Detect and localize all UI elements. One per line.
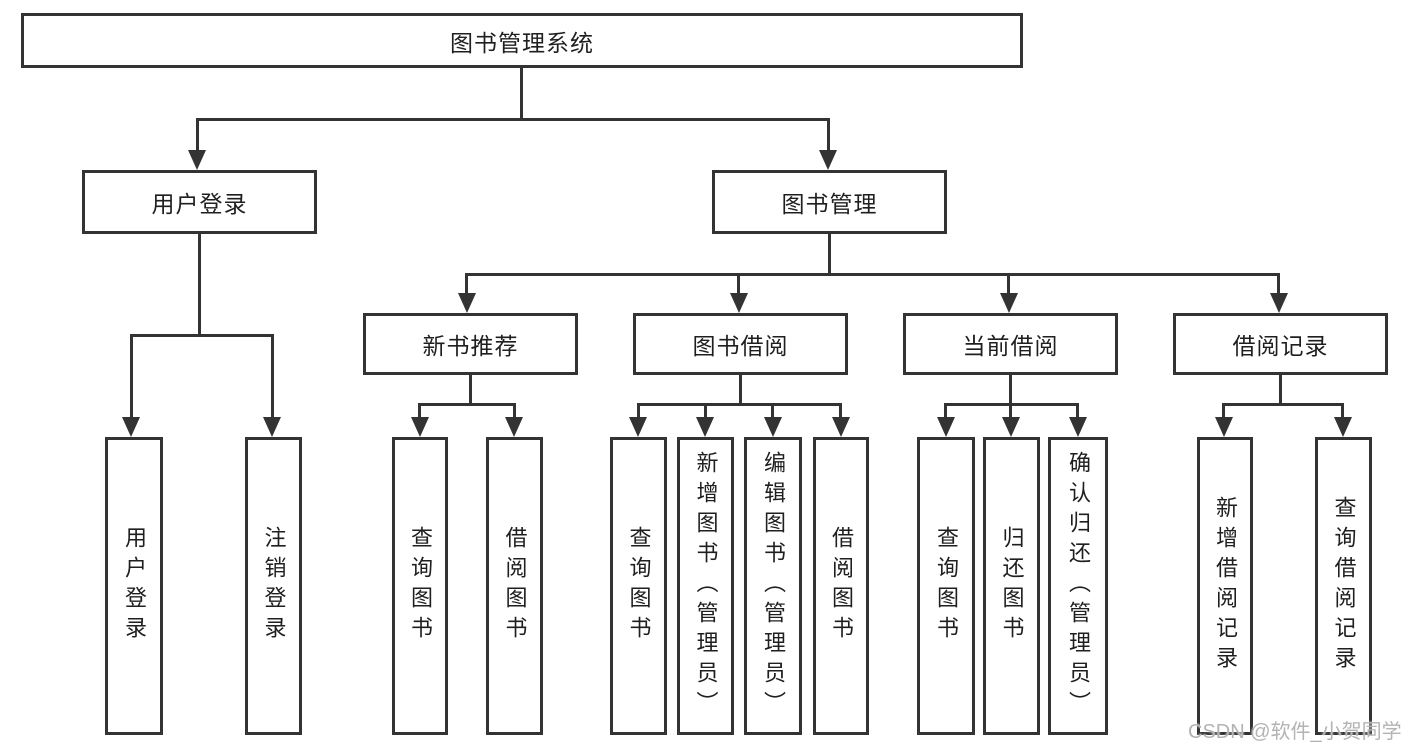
leaf-edit-book-admin: 编辑图书（管理员） <box>744 437 802 735</box>
node-book-management: 图书管理 <box>712 170 947 234</box>
arrow-down-icon <box>505 417 523 437</box>
connector-line <box>271 334 274 419</box>
connector-line <box>704 403 707 419</box>
leaf-label: 新增借阅记录 <box>1213 496 1238 676</box>
leaf-label: 借阅图书 <box>829 526 854 646</box>
node-library-system: 图书管理系统 <box>21 13 1023 68</box>
leaf-logout: 注销登录 <box>245 437 302 735</box>
leaf-label: 查询借阅记录 <box>1331 496 1357 676</box>
connector-line <box>1076 403 1079 419</box>
connector-line <box>739 375 742 403</box>
connector-line <box>418 403 516 406</box>
csdn-watermark: CSDN @软件_小贺同学 <box>1188 721 1402 743</box>
leaf-add-book-admin: 新增图书（管理员） <box>677 437 734 735</box>
leaf-add-borrow-record: 新增借阅记录 <box>1197 437 1253 735</box>
leaf-query-books-recommend: 查询图书 <box>392 437 448 735</box>
connector-line <box>1009 403 1012 419</box>
arrow-down-icon <box>696 417 714 437</box>
leaf-confirm-return-admin: 确认归还（管理员） <box>1048 437 1108 735</box>
connector-line <box>1279 375 1282 403</box>
leaf-query-books-current: 查询图书 <box>917 437 975 735</box>
connector-line <box>637 403 640 419</box>
connector-line <box>469 375 472 403</box>
node-label: 用户登录 <box>151 191 248 217</box>
connector-line <box>465 273 1280 276</box>
connector-line <box>520 68 523 118</box>
leaf-return-book: 归还图书 <box>983 437 1040 735</box>
leaf-label: 确认归还（管理员） <box>1066 451 1091 721</box>
connector-line <box>839 403 842 419</box>
leaf-label: 查询图书 <box>934 526 959 646</box>
connector-line <box>737 273 740 295</box>
leaf-borrow-books-recommend: 借阅图书 <box>486 437 543 735</box>
connector-line <box>418 403 421 419</box>
leaf-label: 编辑图书（管理员） <box>761 451 786 721</box>
arrow-down-icon <box>1069 417 1087 437</box>
arrow-down-icon <box>122 417 140 437</box>
connector-line <box>1007 273 1010 295</box>
node-label: 图书管理系统 <box>450 29 594 56</box>
arrow-down-icon <box>263 417 281 437</box>
arrow-down-icon <box>458 293 476 313</box>
arrow-down-icon <box>1215 417 1233 437</box>
leaf-user-login: 用户登录 <box>105 437 163 735</box>
node-label: 图书借阅 <box>692 333 789 359</box>
node-label: 新书推荐 <box>422 333 519 359</box>
arrow-down-icon <box>411 417 429 437</box>
node-book-borrow: 图书借阅 <box>633 313 848 375</box>
connector-line <box>944 403 947 419</box>
arrow-down-icon <box>1002 417 1020 437</box>
leaf-label: 借阅图书 <box>502 526 528 646</box>
arrow-down-icon <box>629 417 647 437</box>
connector-line <box>1341 403 1344 419</box>
arrow-down-icon <box>937 417 955 437</box>
leaf-label: 查询图书 <box>408 526 433 646</box>
connector-line <box>1222 403 1225 419</box>
node-borrow-records: 借阅记录 <box>1173 313 1388 375</box>
connector-line <box>130 334 133 419</box>
connector-line <box>1222 403 1344 406</box>
connector-line <box>771 403 774 419</box>
connector-line <box>1277 273 1280 295</box>
leaf-label: 归还图书 <box>999 526 1025 646</box>
connector-line <box>196 118 830 121</box>
leaf-label: 注销登录 <box>261 526 287 646</box>
arrow-down-icon <box>730 293 748 313</box>
arrow-down-icon <box>1334 417 1352 437</box>
connector-line <box>828 234 831 273</box>
node-label: 借阅记录 <box>1232 333 1329 359</box>
node-new-book-recommend: 新书推荐 <box>363 313 578 375</box>
connector-line <box>196 118 199 152</box>
connector-line <box>465 273 468 295</box>
leaf-query-books-borrow: 查询图书 <box>610 437 667 735</box>
arrow-down-icon <box>1270 293 1288 313</box>
arrow-down-icon <box>1000 293 1018 313</box>
node-user-login: 用户登录 <box>82 170 317 234</box>
leaf-label: 新增图书（管理员） <box>693 451 719 721</box>
connector-line <box>637 403 842 406</box>
node-label: 图书管理 <box>781 191 878 217</box>
arrow-down-icon <box>764 417 782 437</box>
arrow-down-icon <box>188 150 206 170</box>
leaf-label: 用户登录 <box>122 526 147 646</box>
arrow-down-icon <box>819 150 837 170</box>
connector-line <box>513 403 516 419</box>
node-label: 当前借阅 <box>962 333 1059 359</box>
leaf-query-borrow-record: 查询借阅记录 <box>1315 437 1372 735</box>
leaf-borrow-books: 借阅图书 <box>813 437 869 735</box>
leaf-label: 查询图书 <box>626 526 652 646</box>
arrow-down-icon <box>832 417 850 437</box>
node-current-borrow: 当前借阅 <box>903 313 1118 375</box>
connector-line <box>198 234 201 334</box>
connector-line <box>1009 375 1012 403</box>
connector-line <box>130 334 274 337</box>
connector-line <box>827 118 830 152</box>
